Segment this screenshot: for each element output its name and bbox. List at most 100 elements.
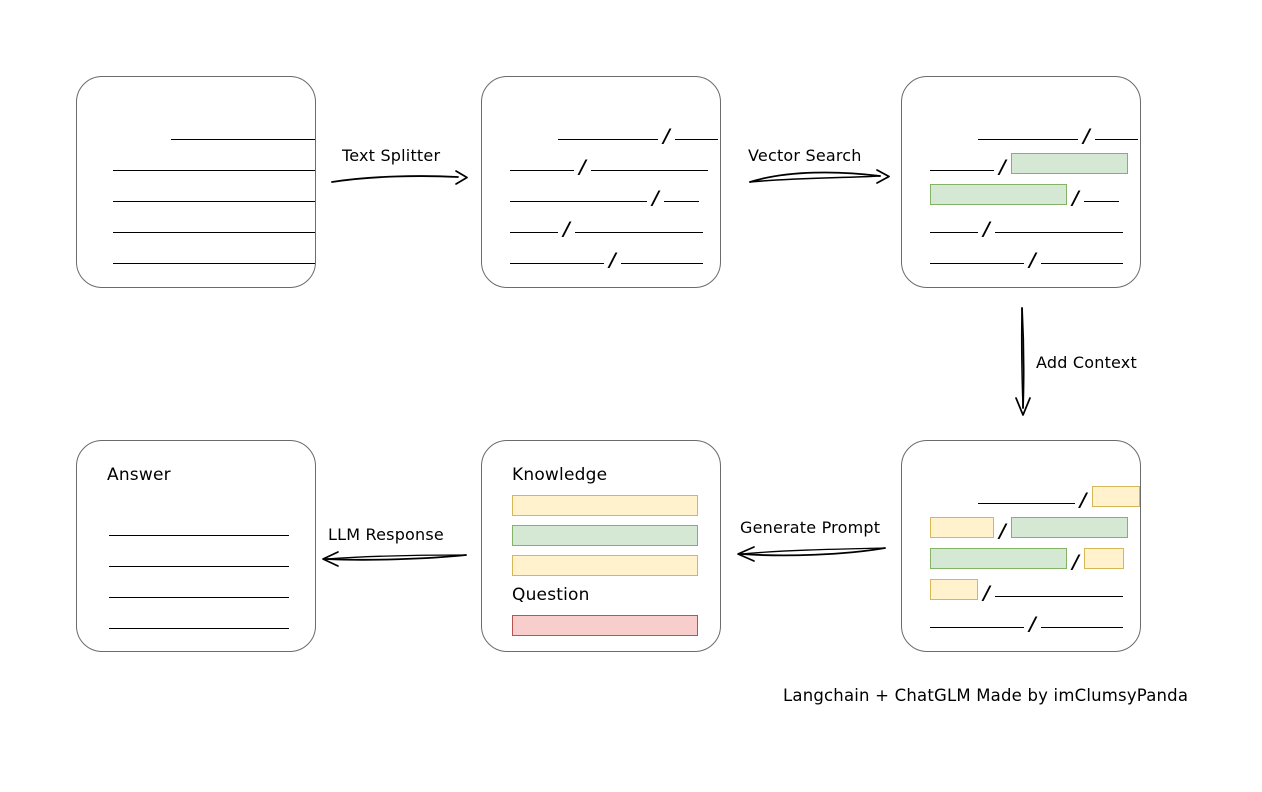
text-line xyxy=(590,170,708,171)
slash-separator: / xyxy=(609,249,616,271)
text-line xyxy=(171,139,315,140)
edge-label-generate-prompt: Generate Prompt xyxy=(740,518,881,537)
slash-separator: / xyxy=(1029,613,1036,635)
text-line xyxy=(1094,139,1138,140)
doc-row: / xyxy=(510,140,720,178)
doc-row: / xyxy=(930,535,1140,573)
text-line xyxy=(620,263,703,264)
doc-row: / xyxy=(930,202,1140,240)
doc-row xyxy=(109,536,315,567)
chunk-yellow[interactable] xyxy=(1083,548,1124,569)
answer-lines xyxy=(109,505,315,629)
text-line xyxy=(113,201,315,202)
doc-row: / xyxy=(930,140,1140,178)
chunk-green[interactable] xyxy=(930,184,1067,205)
text-line xyxy=(1083,201,1119,202)
chunk-yellow[interactable] xyxy=(930,579,978,600)
chunk-green[interactable] xyxy=(930,548,1067,569)
text-line xyxy=(930,263,1024,264)
arrow-generate-prompt xyxy=(737,546,886,562)
arrow-text-splitter xyxy=(331,170,468,185)
slash-separator: / xyxy=(999,156,1006,178)
doc-row xyxy=(113,202,315,233)
text-line xyxy=(109,597,289,598)
node-generated-prompt[interactable]: Knowledge Question xyxy=(481,440,721,652)
text-line xyxy=(510,201,647,202)
text-line xyxy=(930,627,1024,628)
prompt-bar-red[interactable] xyxy=(512,615,698,636)
doc-row: / xyxy=(930,233,1140,270)
question-heading: Question xyxy=(512,585,590,605)
text-line xyxy=(994,596,1123,597)
slash-separator: / xyxy=(579,156,586,178)
prompt-bar-yellow[interactable] xyxy=(512,555,698,576)
doc-row xyxy=(109,505,315,536)
slash-separator: / xyxy=(1072,187,1079,209)
doc-row xyxy=(109,567,315,598)
prompt-bar-yellow[interactable] xyxy=(512,495,698,516)
text-line xyxy=(109,628,289,629)
text-line xyxy=(574,232,703,233)
slash-separator: / xyxy=(999,520,1006,542)
edge-label-add-context: Add Context xyxy=(1036,353,1137,372)
text-line xyxy=(109,535,289,536)
node-source-document[interactable] xyxy=(76,76,316,288)
node-split-chunks[interactable]: / / / / / xyxy=(481,76,721,288)
chunk-yellow[interactable] xyxy=(930,517,994,538)
slash-separator: / xyxy=(563,218,570,240)
doc-row xyxy=(113,171,315,202)
slash-separator: / xyxy=(663,125,670,147)
node-matched-chunks[interactable]: ///// xyxy=(901,76,1141,288)
chunk-green[interactable] xyxy=(1010,153,1128,174)
edge-label-vector-search: Vector Search xyxy=(748,146,862,165)
text-line xyxy=(510,232,558,233)
split-chunks-lines: / / / / / xyxy=(510,109,720,271)
source-document-lines xyxy=(113,109,315,264)
arrow-vector-search xyxy=(749,169,890,184)
doc-row: / xyxy=(930,566,1140,604)
text-line xyxy=(978,503,1075,504)
arrow-llm-response xyxy=(322,551,467,567)
slash-separator: / xyxy=(983,218,990,240)
text-line xyxy=(113,232,315,233)
node-answer[interactable]: Answer xyxy=(76,440,316,652)
slash-separator: / xyxy=(983,582,990,604)
matched-chunks-lines: ///// xyxy=(930,109,1140,270)
doc-row: / xyxy=(510,171,720,209)
text-line xyxy=(113,263,315,264)
text-line xyxy=(930,170,994,171)
prompt-bar-green[interactable] xyxy=(512,525,698,546)
doc-row: / xyxy=(930,171,1140,209)
doc-row xyxy=(113,109,315,140)
context-chunks-lines: / / / / / xyxy=(930,473,1140,635)
doc-row: / xyxy=(930,109,1140,146)
text-line xyxy=(930,232,978,233)
chunk-green[interactable] xyxy=(1010,517,1128,538)
doc-row: / xyxy=(510,233,720,271)
text-line xyxy=(510,170,574,171)
doc-row xyxy=(113,233,315,264)
doc-row: / xyxy=(930,473,1140,511)
edge-label-llm-response: LLM Response xyxy=(328,525,444,544)
doc-row xyxy=(113,140,315,171)
answer-heading: Answer xyxy=(107,465,171,485)
text-line xyxy=(1040,263,1123,264)
text-line xyxy=(978,139,1078,140)
doc-row: / xyxy=(510,202,720,240)
slash-separator: / xyxy=(1072,551,1079,573)
doc-row xyxy=(109,598,315,629)
chunk-yellow[interactable] xyxy=(1091,486,1140,507)
doc-row: / xyxy=(930,504,1140,542)
arrow-add-context xyxy=(1015,307,1031,416)
text-line xyxy=(663,201,699,202)
slash-separator: / xyxy=(1079,489,1087,511)
text-line xyxy=(994,232,1123,233)
text-line xyxy=(674,139,718,140)
slash-separator: / xyxy=(652,187,659,209)
node-context-chunks[interactable]: / / / / / xyxy=(901,440,1141,652)
knowledge-heading: Knowledge xyxy=(512,465,608,485)
text-line xyxy=(510,263,604,264)
doc-row: / xyxy=(930,597,1140,635)
doc-row: / xyxy=(510,109,720,147)
